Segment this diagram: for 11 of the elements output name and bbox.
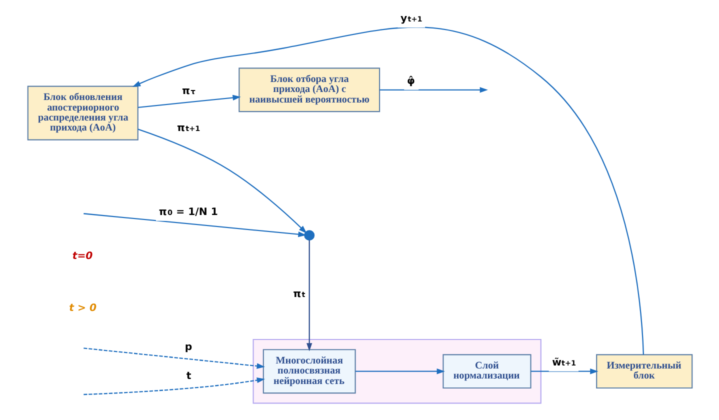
edge-label: p	[184, 342, 192, 354]
edge-label: w̃t+1	[552, 357, 576, 368]
edge-label: yt+1	[400, 14, 422, 25]
edge-label: π0 = 1/N 1	[158, 206, 218, 218]
edge-label: t	[186, 371, 191, 382]
label: t > 0	[68, 303, 96, 314]
edge-label: πt+1	[176, 122, 200, 134]
label: t=0	[72, 250, 92, 262]
edge-label: φ̂	[406, 76, 414, 87]
edge-label: πτ	[182, 86, 195, 98]
edge-label: πt	[292, 289, 305, 300]
